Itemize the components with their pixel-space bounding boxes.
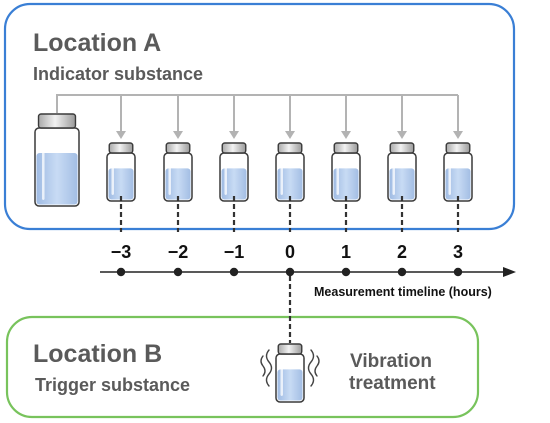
timeline-droplines — [119, 196, 460, 343]
tick-label: 2 — [397, 242, 407, 262]
tick-label: −2 — [168, 242, 189, 262]
location-b-subtitle: Trigger substance — [35, 375, 190, 395]
timeline-ticks — [116, 267, 463, 277]
source-jar-body — [34, 113, 80, 207]
sample-vial-icon — [163, 142, 193, 202]
arrow-down-icon — [453, 131, 463, 139]
tick-label: 0 — [285, 242, 295, 262]
tick-label: −1 — [224, 242, 245, 262]
arrow-down-icon — [397, 131, 407, 139]
tick-dot — [285, 267, 295, 277]
tick-label: 1 — [341, 242, 351, 262]
tick-dot — [116, 267, 126, 277]
timeline-label: Measurement timeline (hours) — [314, 285, 492, 299]
arrow-down-icon — [285, 131, 295, 139]
tick-dot — [453, 267, 463, 277]
source-jar-icon — [34, 113, 80, 207]
arrow-down-icon — [229, 131, 239, 139]
sample-vial-icon — [106, 142, 136, 202]
location-b-title: Location B — [33, 340, 162, 368]
sample-vial-icon — [219, 142, 249, 202]
location-b-panel — [5, 315, 480, 419]
sample-vial-icon — [443, 142, 473, 202]
arrow-down-icon — [173, 131, 183, 139]
timeline-tick-labels: −3 −2 −1 0 1 2 3 — [111, 242, 463, 262]
tick-label: 3 — [453, 242, 463, 262]
location-a-subtitle: Indicator substance — [33, 64, 203, 84]
arrow-down-icon — [341, 131, 351, 139]
tick-dot — [397, 267, 407, 277]
sample-vials — [106, 142, 473, 202]
tick-dot — [229, 267, 239, 277]
tick-label: −3 — [111, 242, 132, 262]
trigger-vial-body — [275, 343, 305, 403]
arrow-down-icon — [116, 131, 126, 139]
vibration-label-line2: treatment — [349, 373, 436, 394]
tick-dot — [341, 267, 351, 277]
sample-vial-icon — [387, 142, 417, 202]
sample-vial-icon — [331, 142, 361, 202]
distribution-arrows — [116, 95, 463, 139]
timeline-axis — [100, 267, 516, 277]
trigger-vial-icon — [275, 343, 305, 403]
vibration-label-line1: Vibration — [350, 351, 432, 372]
distribution-connectors — [56, 94, 458, 113]
vibration-icon — [260, 349, 320, 387]
sample-vial-icon — [275, 142, 305, 202]
tick-dot — [173, 267, 183, 277]
timeline-arrowhead — [503, 267, 516, 277]
location-a-title: Location A — [33, 29, 161, 57]
